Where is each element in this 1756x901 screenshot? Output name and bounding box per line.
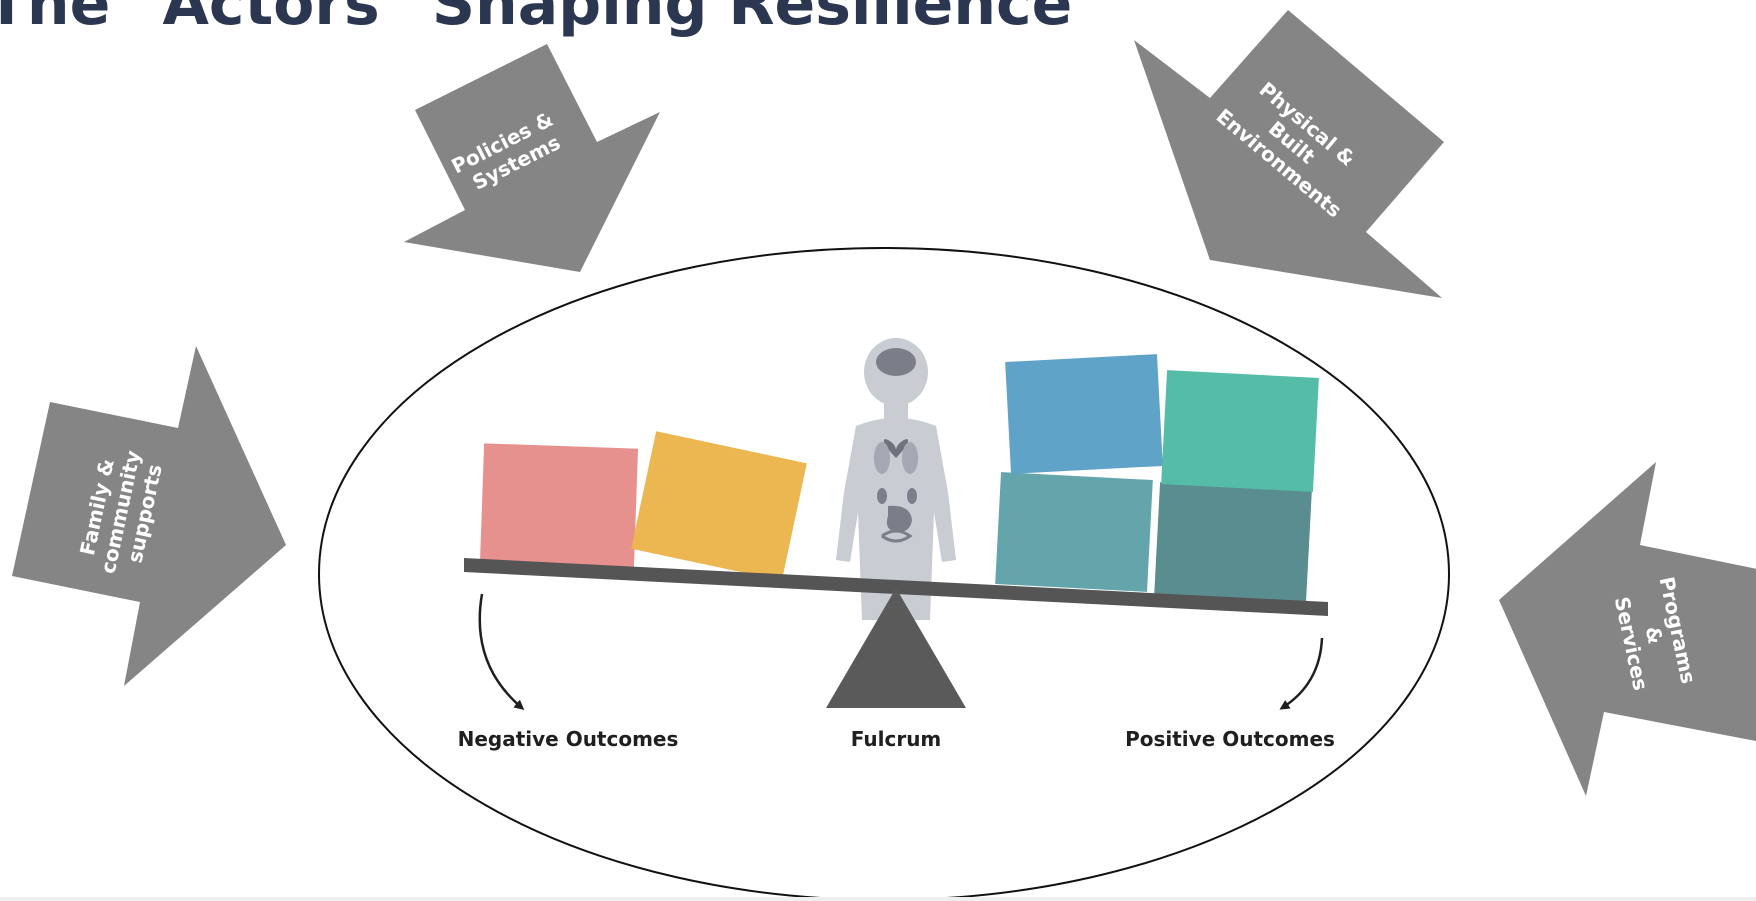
actor-arrow-family-community: Family & community supports — [12, 346, 286, 686]
heart-icon — [883, 439, 909, 458]
arrow-shape-policies — [404, 44, 660, 272]
positive-block-teal — [995, 472, 1153, 592]
stomach-icon — [886, 505, 912, 533]
brain-icon — [876, 348, 916, 376]
positive-outcomes-label: Positive Outcomes — [1125, 727, 1335, 751]
child-silhouette — [836, 338, 956, 620]
negative-outcome-arrow — [478, 593, 525, 710]
bottom-edge-strip — [0, 897, 1756, 901]
positive-block-blue — [1005, 354, 1163, 474]
actor-arrow-physical-environments: Physical & Built Environments — [1134, 10, 1444, 298]
negative-outcomes-label: Negative Outcomes — [458, 727, 679, 751]
actor-label-family: Family & community supports — [72, 436, 170, 580]
positive-block-darkteal — [1154, 482, 1312, 604]
arrow-shape-physical — [1134, 10, 1444, 298]
arrow-shape-programs — [1499, 462, 1756, 796]
scale-beam — [464, 558, 1328, 616]
lung-left-icon — [874, 442, 890, 474]
arrow-shape-family — [12, 346, 286, 686]
lung-right-icon — [902, 442, 918, 474]
negative-block-pink — [479, 443, 639, 569]
positive-block-green — [1161, 370, 1319, 492]
positive-outcome-arrow — [1279, 637, 1324, 710]
kidney-right-icon — [907, 488, 917, 504]
child-figure — [836, 338, 956, 620]
intestine-icon — [881, 529, 913, 543]
negative-block-yellow — [631, 431, 807, 581]
actor-label-programs-line2: & — [1641, 624, 1668, 646]
actor-arrow-programs-services: Programs & Services — [1499, 462, 1756, 796]
fulcrum-triangle — [826, 588, 966, 708]
fulcrum-label: Fulcrum — [851, 727, 942, 751]
page-title: The "Actors" Shaping Resilience — [0, 0, 1072, 39]
actor-arrow-policies-systems: Policies & Systems — [404, 44, 660, 272]
kidney-left-icon — [877, 488, 887, 504]
